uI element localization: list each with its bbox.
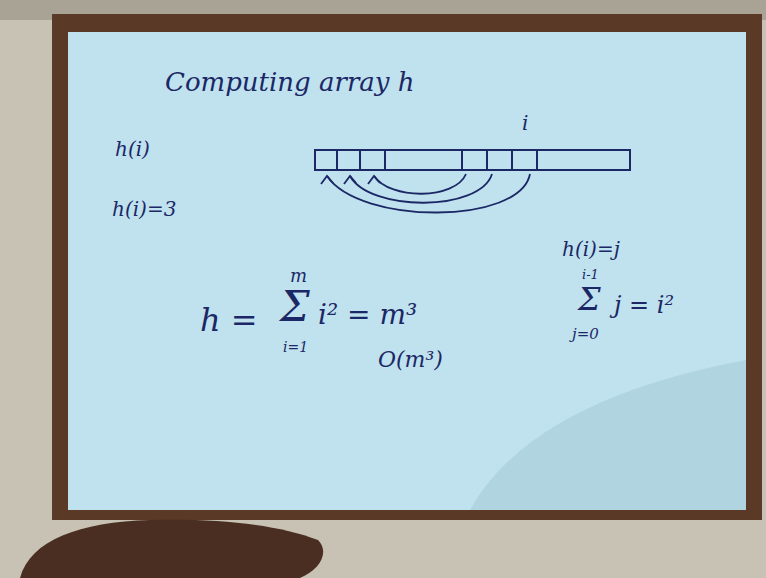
sum-limit: j=0 [572,326,599,343]
array-outline [315,150,630,170]
array-cells [337,150,537,170]
formula: j = i² [614,292,674,318]
complexity: O(m³) [378,348,443,372]
note: h(i)=j [562,238,620,260]
board-frame [52,14,762,520]
sum-limit: i=1 [283,340,308,355]
arc-arrow [327,174,530,213]
note: h(i) [115,138,150,160]
hand [20,520,323,578]
arc-arrow [350,174,492,203]
formula: h = [200,303,258,338]
shadow [470,360,746,510]
sum-sign: Σ [578,282,601,317]
sum-limit: m [290,266,307,286]
arrow-head [344,176,356,184]
sum-sign: Σ [280,284,310,330]
arc-arrow [374,174,466,194]
note: h(i)=3 [112,198,176,220]
index-mark: i [522,112,528,134]
arrow-head [321,176,333,184]
board-title: Computing array h [165,68,415,97]
array-drawing [315,150,630,170]
formula: i² = m³ [318,300,417,331]
board-surface [68,32,746,510]
sum-limit: i-1 [582,268,599,282]
array-arrows [321,174,530,213]
arrow-head [368,176,380,184]
